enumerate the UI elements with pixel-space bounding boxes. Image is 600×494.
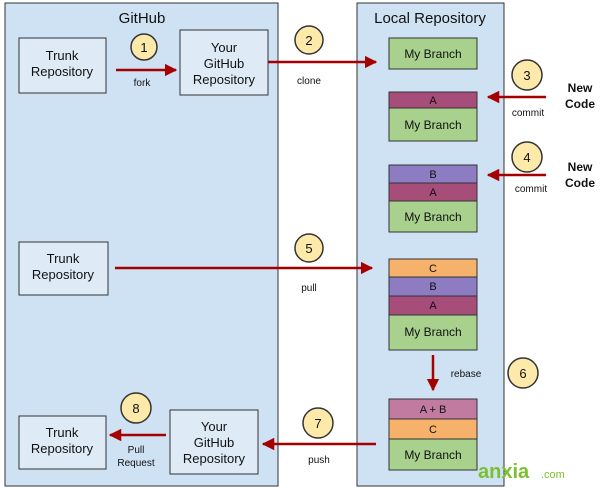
anxia-watermark: anxia .com bbox=[478, 461, 565, 483]
commit-b-label: B bbox=[429, 169, 436, 181]
step-number-5: 5 bbox=[305, 241, 312, 256]
step-number-7: 7 bbox=[314, 416, 321, 431]
commit-label-2: commit bbox=[515, 184, 547, 195]
step-number-1: 1 bbox=[140, 40, 147, 55]
step-circle-2: 2 bbox=[294, 25, 324, 55]
commit-a-label: A bbox=[429, 187, 437, 199]
step-circle-5: 5 bbox=[294, 233, 324, 263]
commit-label-1: commit bbox=[512, 108, 544, 119]
commit-c-label: C bbox=[429, 424, 437, 436]
step-number-2: 2 bbox=[305, 33, 312, 48]
my-branch-label: My Branch bbox=[404, 210, 461, 224]
rebase-label: rebase bbox=[451, 369, 482, 380]
watermark-brand: anxia bbox=[478, 461, 530, 483]
step-circle-7: 7 bbox=[302, 407, 334, 439]
my-branch-label: My Branch bbox=[404, 448, 461, 462]
local-repository-panel-title: Local Repository bbox=[374, 10, 486, 27]
commit-a-plus-b-label: A + B bbox=[420, 404, 447, 416]
my-branch-label: My Branch bbox=[404, 118, 461, 132]
step-circle-8: 8 bbox=[120, 392, 152, 424]
my-branch-label: My Branch bbox=[404, 325, 461, 339]
step-number-4: 4 bbox=[523, 150, 530, 165]
clone-label: clone bbox=[297, 76, 321, 87]
step-number-8: 8 bbox=[132, 401, 139, 416]
step-circle-3: 3 bbox=[511, 59, 543, 91]
branch-stack-4: C B A My Branch bbox=[388, 258, 478, 351]
branch-stack-5: A + B C My Branch bbox=[388, 398, 478, 471]
commit-c-label: C bbox=[429, 263, 437, 275]
commit-b-label: B bbox=[429, 281, 436, 293]
branch-stack-1: My Branch bbox=[388, 37, 478, 70]
my-branch-label: My Branch bbox=[404, 47, 461, 61]
commit-a-label: A bbox=[429, 95, 437, 107]
step-number-3: 3 bbox=[523, 68, 530, 83]
step-number-6: 6 bbox=[519, 366, 526, 381]
push-label: push bbox=[308, 455, 330, 466]
branch-stack-3: B A My Branch bbox=[388, 164, 478, 233]
pull-label: pull bbox=[301, 283, 317, 294]
commit-a-label: A bbox=[429, 300, 437, 312]
branch-stack-2: A My Branch bbox=[388, 91, 478, 142]
step-circle-6: 6 bbox=[507, 357, 539, 389]
fork-label: fork bbox=[134, 78, 152, 89]
github-panel-title: GitHub bbox=[119, 10, 166, 27]
watermark-suffix: .com bbox=[541, 469, 565, 481]
step-circle-1: 1 bbox=[130, 33, 158, 61]
step-circle-4: 4 bbox=[511, 141, 543, 173]
